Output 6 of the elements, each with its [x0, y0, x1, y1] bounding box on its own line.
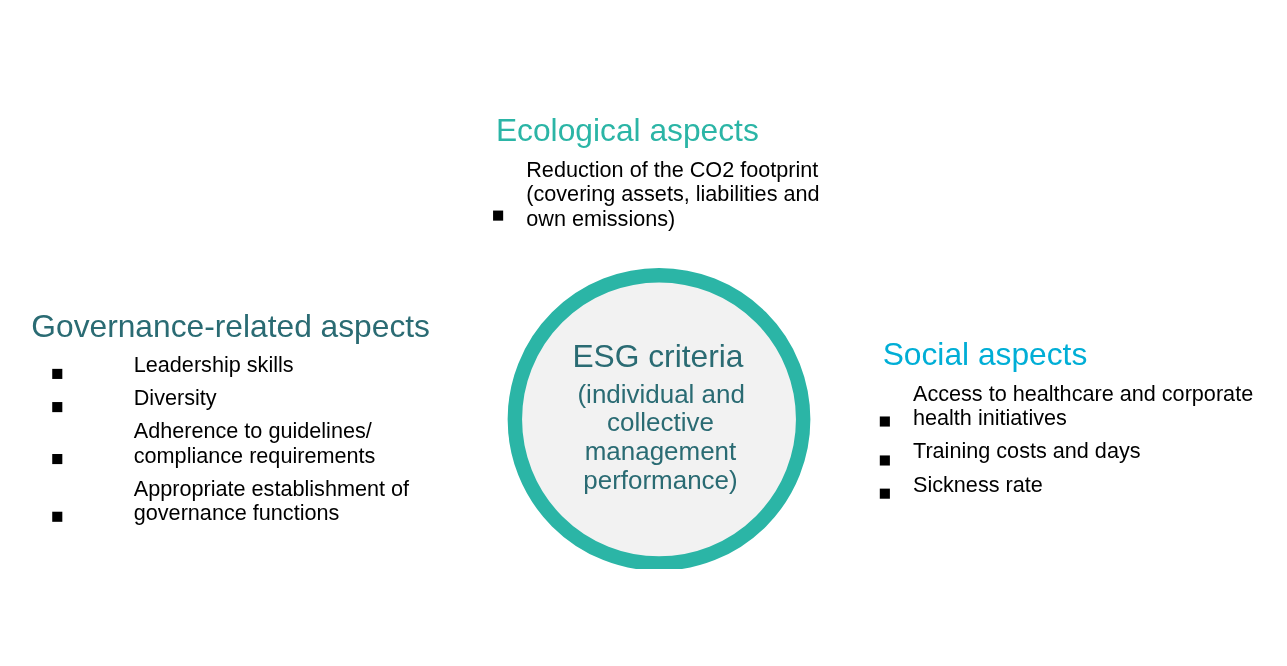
node-text: Governance-related aspects Leadership skills Diversity Adherence to guidelines/ compliance requirements Appropriate establishment of governance functions: [31, 307, 430, 525]
node-text: Social aspects Access to healthcare and corporate health initiatives Training costs and days Sickness rate: [882, 335, 1254, 497]
node-label: Reduction of the CO2 footprint (covering assets, liabilities and own emissions): [526, 156, 820, 231]
node-circle: ESG criteria (individual and collective management performance): [507, 267, 811, 569]
node-label: Ecological aspects: [495, 111, 759, 148]
node-box: [493, 210, 504, 221]
